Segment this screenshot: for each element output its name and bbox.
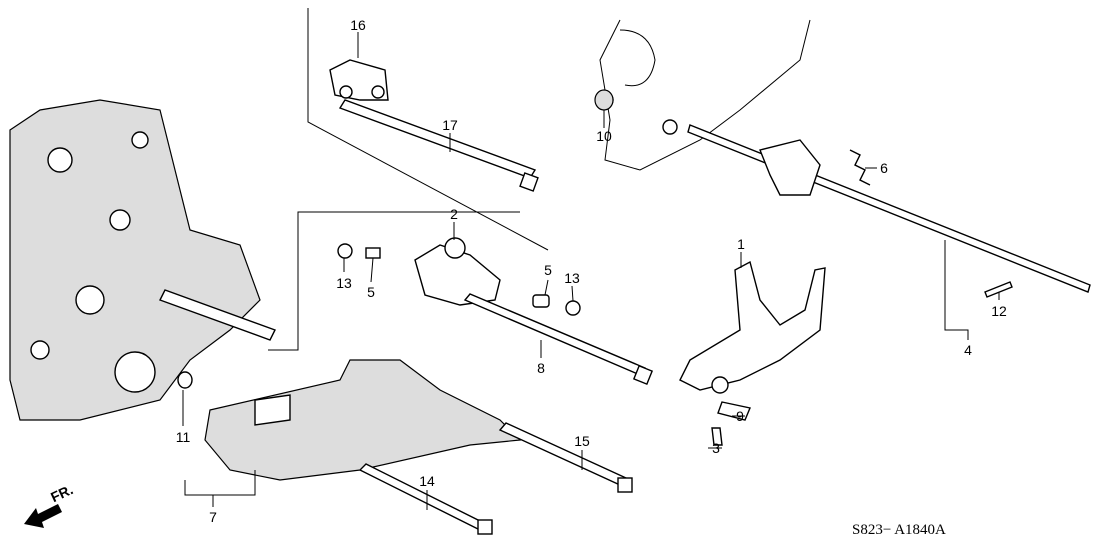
leader-lines (182, 32, 1000, 510)
callout-15: 15 (574, 433, 590, 449)
arrow-icon (24, 504, 62, 528)
valve-body (9, 99, 276, 421)
callout-16: 16 (350, 17, 366, 33)
boundary-lines (268, 8, 549, 351)
callout-7: 7 (209, 509, 217, 525)
callout-8: 8 (537, 360, 545, 376)
shift-fork-1 (679, 260, 826, 446)
servo-2 (414, 237, 654, 386)
callout-4: 4 (964, 342, 972, 358)
diagram-code: S823− A1840A (852, 522, 946, 538)
front-indicator: FR. (24, 481, 75, 528)
bracket-16 (329, 59, 539, 192)
callout-13-right: 13 (564, 270, 580, 286)
callouts: 16 17 10 6 2 1 13 5 5 13 12 4 8 9 3 11 1… (176, 17, 1007, 525)
callout-2: 2 (450, 206, 458, 222)
callout-17: 17 (442, 117, 458, 133)
callout-9: 9 (736, 408, 744, 424)
callout-10: 10 (596, 128, 612, 144)
shift-shaft (687, 124, 1091, 298)
small-parts (177, 243, 581, 389)
callout-14: 14 (419, 473, 435, 489)
callout-5: 5 (367, 284, 375, 300)
callout-13: 13 (336, 275, 352, 291)
callout-3: 3 (712, 440, 720, 456)
seal-10 (594, 89, 614, 111)
strainer-7 (204, 359, 633, 535)
callout-5-right: 5 (544, 262, 552, 278)
callout-12: 12 (991, 303, 1007, 319)
callout-1: 1 (737, 236, 745, 252)
callout-11: 11 (176, 429, 191, 445)
callout-6: 6 (880, 160, 888, 176)
front-label: FR. (48, 481, 75, 505)
